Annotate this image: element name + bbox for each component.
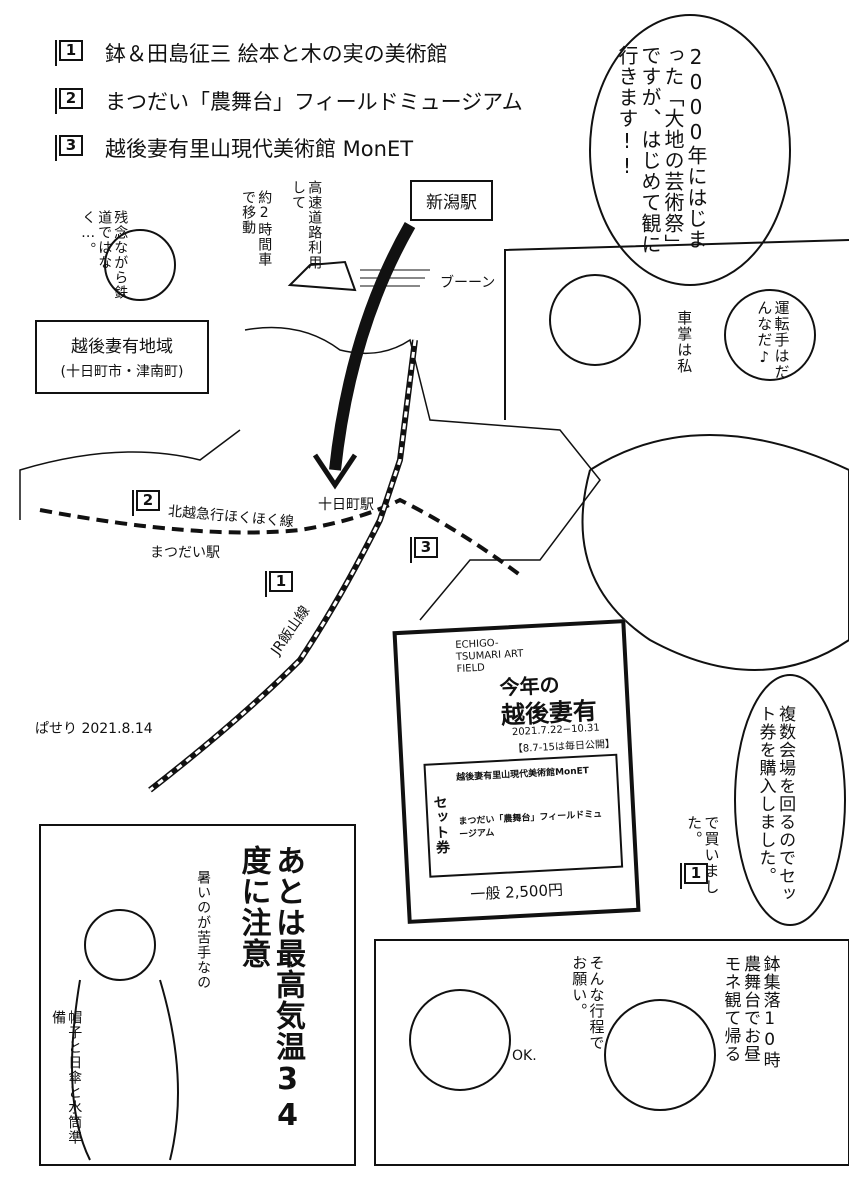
marker-1-icon: 1 <box>265 571 293 597</box>
ticket-note: 【8.7-15は毎日公開】 <box>512 738 616 756</box>
region-sign-subtitle: (十日町市・津南町) <box>60 364 184 380</box>
set-ticket: ECHIGO-TSUMARI ART FIELD 今年の 越後妻有 2021.7… <box>392 619 641 924</box>
region-boundary <box>244 326 601 621</box>
heat-panel-frame <box>39 824 356 1166</box>
plan-text: 鉢集落10時 農舞台でお昼 モネ観て帰る <box>720 955 780 1069</box>
purchase-bubble-outline <box>734 674 846 926</box>
conductor-text: 車掌は私 <box>675 310 694 374</box>
bought-at-text: で買いました。 <box>685 815 721 895</box>
niigata-station-label: 新潟駅 <box>410 180 493 221</box>
speech-bubble-outline <box>589 14 791 286</box>
ticket-venue-2: まつだい「農舞台」フィールドミュージアム <box>458 809 603 841</box>
marker-2-icon: 2 <box>132 490 160 516</box>
regret-text: 残念ながら鉄道ではなく…。 <box>80 210 129 300</box>
legend-label: まつだい「農舞台」フィールドミュージアム <box>105 90 523 114</box>
tokamachi-station-label: 十日町駅 <box>318 497 374 513</box>
ticket-venue-1: 越後妻有里山現代美術館MonET <box>456 766 590 784</box>
legend-item: 3 越後妻有里山現代美術館 MonET <box>55 133 413 163</box>
heat-headline: あとは最高気温34度に注意 <box>235 845 306 1134</box>
legend-item: 2 まつだい「農舞台」フィールドミュージアム <box>55 86 523 116</box>
route-arrow <box>329 222 416 471</box>
legend-item: 1 鉢＆田島征三 絵本と木の実の美術館 <box>55 38 448 68</box>
matsudai-station-label: まつだい駅 <box>150 545 220 561</box>
request-text: そんな行程でお願い。 <box>570 955 606 1051</box>
region-sign: 越後妻有地域 (十日町市・津南町) <box>35 320 209 394</box>
flag-marker-icon: 3 <box>55 135 83 161</box>
flag-marker-icon: 1 <box>55 40 83 66</box>
driver-panel-frame <box>504 239 849 420</box>
car-sound-text: ブーーン <box>440 275 496 291</box>
signature: ぱせり 2021.8.14 <box>35 721 153 737</box>
reply-text: OK. <box>512 1048 537 1064</box>
ticket-price: 一般 2,500円 <box>469 880 564 904</box>
hokuhoku-line <box>39 497 522 577</box>
heat-note: 暑いのが苦手なの <box>195 870 212 990</box>
car-note-time: 約2時間車で移動 <box>240 190 273 267</box>
preparation-note: 帽子と日傘と水筒準備 <box>50 1010 83 1145</box>
iiyama-line <box>148 339 418 793</box>
marker-3-icon: 3 <box>410 537 438 563</box>
purchase-bubble-text: 複数会場を回るのでセット券を購入しました。 <box>755 705 796 903</box>
set-ticket-section: セット券 越後妻有里山現代美術館MonET まつだい「農舞台」フィールドミュージ… <box>423 753 624 878</box>
intro-bubble-text: 2000年にはじまった「大地の芸術祭」ですが、はじめて観に行きます!! <box>615 45 708 255</box>
flag-marker-icon: 2 <box>55 88 83 114</box>
legend-label: 越後妻有里山現代美術館 MonET <box>105 137 414 161</box>
plan-panel-frame <box>374 939 849 1166</box>
car-note-highway: 高速道路利用して <box>290 180 323 270</box>
marker-1-icon: 1 <box>680 863 708 889</box>
driver-text: 運転手はだんなだ♪ <box>755 300 791 380</box>
set-label: セット券 <box>431 794 451 856</box>
region-sign-title: 越後妻有地域 <box>71 337 173 357</box>
legend-label: 鉢＆田島征三 絵本と木の実の美術館 <box>105 42 448 66</box>
